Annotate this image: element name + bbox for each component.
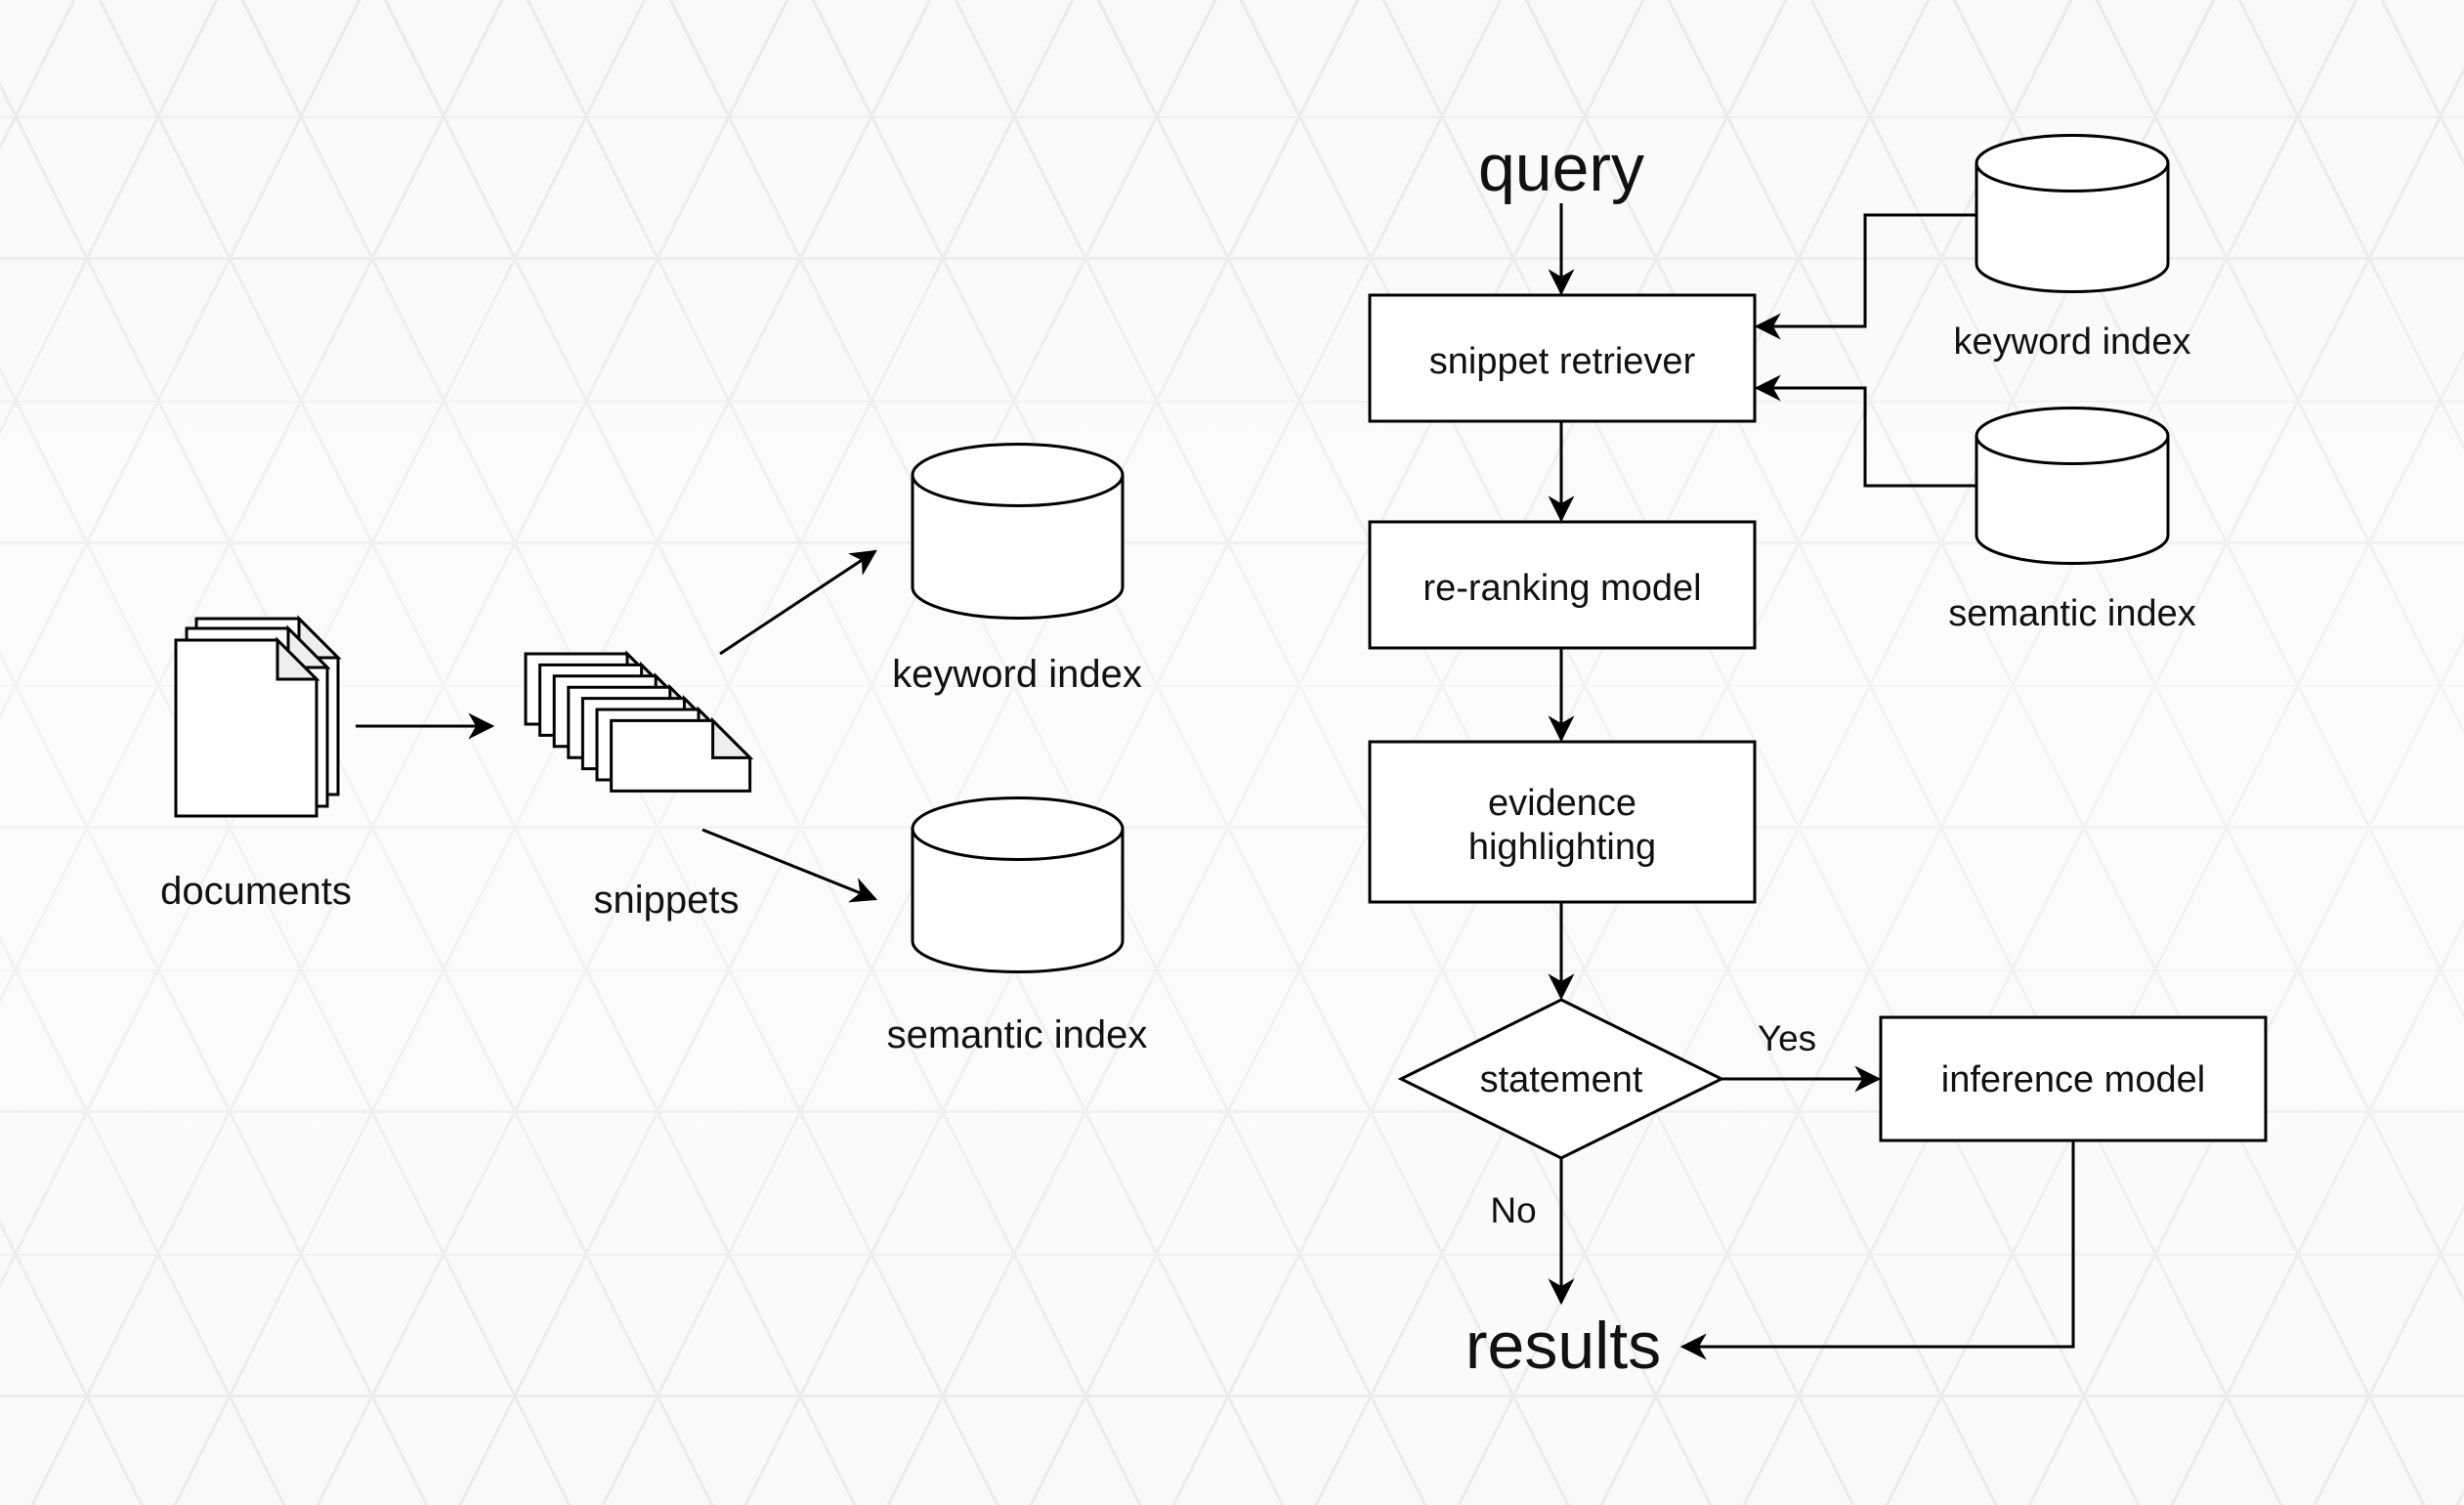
evidence-label-line1: evidence — [1488, 783, 1636, 824]
database-cylinder-icon — [911, 796, 1125, 973]
documents-label: documents — [160, 870, 352, 913]
left-semantic-index-label: semantic index — [887, 1013, 1148, 1056]
yes-label: Yes — [1758, 1018, 1816, 1058]
arrow-keyword-index-to-retriever — [1754, 213, 1976, 340]
snippet-retriever-node: snippet retriever — [1368, 293, 1757, 423]
snippets-label: snippets — [594, 879, 740, 922]
stacked-documents-icon — [174, 615, 342, 818]
left-keyword-index-node: keyword index — [892, 443, 1142, 696]
left-keyword-index-label: keyword index — [892, 653, 1142, 696]
snippet-page-fold — [711, 716, 754, 759]
inference-model-node: inference model — [1879, 1015, 2268, 1142]
arrow-inference-to-results — [1679, 1140, 2075, 1360]
inference-model-label: inference model — [1941, 1059, 2205, 1100]
no-label: No — [1490, 1190, 1536, 1230]
arrow-snippets-to-semantic-index — [701, 828, 878, 903]
snippet-retriever-label: snippet retriever — [1429, 341, 1696, 382]
statement-label: statement — [1480, 1059, 1643, 1100]
left-semantic-index-node: semantic index — [887, 796, 1148, 1056]
database-cylinder-icon — [911, 443, 1125, 620]
right-keyword-index-node: keyword index — [1954, 134, 2191, 363]
reranking-model-label: re-ranking model — [1423, 568, 1701, 609]
snippets-node: snippets — [524, 650, 754, 922]
stacked-snippets-icon — [524, 650, 754, 793]
arrow-snippets-to-keyword-index — [719, 549, 877, 656]
evidence-highlighting-node: evidence highlighting — [1368, 740, 1757, 904]
right-semantic-index-label: semantic index — [1948, 593, 2195, 634]
reranking-model-node: re-ranking model — [1368, 520, 1757, 650]
evidence-label-line2: highlighting — [1468, 827, 1656, 868]
documents-node: documents — [160, 615, 352, 913]
results-label: results — [1466, 1309, 1661, 1383]
database-cylinder-icon — [1975, 407, 2170, 565]
right-keyword-index-label: keyword index — [1954, 322, 2191, 363]
right-semantic-index-node: semantic index — [1948, 407, 2196, 634]
statement-decision-node: statement — [1397, 998, 1725, 1160]
database-cylinder-icon — [1975, 134, 2170, 293]
query-label: query — [1478, 131, 1644, 205]
arrow-semantic-index-to-retriever — [1754, 374, 1976, 488]
